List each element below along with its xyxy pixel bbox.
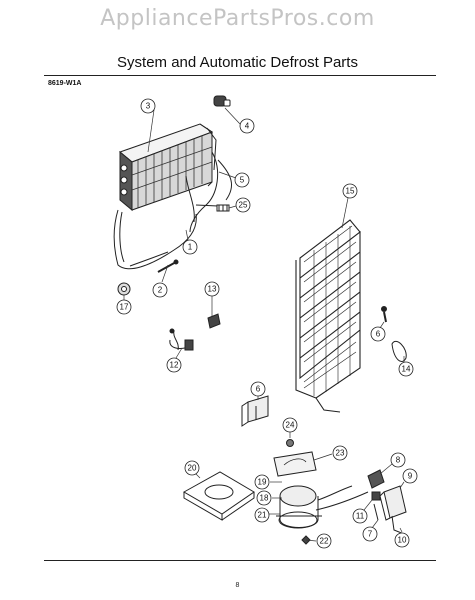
callout-10: 10 xyxy=(394,532,410,548)
svg-text:13: 13 xyxy=(208,285,217,294)
callout-12: 12 xyxy=(166,357,182,373)
drain-pan-part xyxy=(273,451,317,477)
svg-text:18: 18 xyxy=(260,494,269,503)
callout-2: 2 xyxy=(152,282,168,298)
svg-text:23: 23 xyxy=(336,449,345,458)
svg-text:6: 6 xyxy=(376,330,381,339)
page-title: System and Automatic Defrost Parts xyxy=(117,54,358,71)
svg-text:15: 15 xyxy=(346,187,355,196)
callout-11: 11 xyxy=(352,508,368,524)
top-rule xyxy=(44,75,436,76)
svg-text:25: 25 xyxy=(239,201,248,210)
evaporator-part xyxy=(119,123,217,212)
relay-part xyxy=(379,485,407,535)
leader-lines xyxy=(123,107,405,542)
clip-part xyxy=(216,204,230,212)
grommet-part xyxy=(117,282,131,296)
callout-9: 9 xyxy=(402,468,418,484)
callout-19: 19 xyxy=(254,474,270,490)
svg-text:20: 20 xyxy=(188,464,197,473)
svg-text:21: 21 xyxy=(258,511,267,520)
svg-text:3: 3 xyxy=(146,102,151,111)
harness-plug-part xyxy=(169,328,194,351)
defrost-bimetal-part xyxy=(213,95,231,107)
callout-24: 24 xyxy=(282,417,298,433)
callout-14: 14 xyxy=(398,361,414,377)
callout-23: 23 xyxy=(332,445,348,461)
callout-18: 18 xyxy=(256,490,272,506)
svg-text:12: 12 xyxy=(170,361,179,370)
svg-text:2: 2 xyxy=(158,286,163,295)
callout-5: 5 xyxy=(234,172,250,188)
callout-22: 22 xyxy=(316,533,332,549)
bottom-rule xyxy=(44,560,436,561)
callout-8: 8 xyxy=(390,452,406,468)
bracket-part xyxy=(241,395,269,427)
svg-text:14: 14 xyxy=(402,365,411,374)
callout-25: 25 xyxy=(235,197,251,213)
page-number: 8 xyxy=(235,582,240,589)
svg-text:22: 22 xyxy=(320,537,329,546)
svg-text:11: 11 xyxy=(356,512,365,521)
svg-text:10: 10 xyxy=(398,536,407,545)
svg-text:24: 24 xyxy=(286,421,295,430)
compressor-part xyxy=(276,485,369,529)
svg-text:17: 17 xyxy=(120,303,129,312)
callout-6-right: 6 xyxy=(370,326,386,342)
callout-3: 3 xyxy=(140,98,156,114)
callout-1: 1 xyxy=(182,239,198,255)
base-plate-part xyxy=(182,471,255,521)
svg-text:8: 8 xyxy=(396,456,401,465)
svg-text:4: 4 xyxy=(245,122,250,131)
svg-text:5: 5 xyxy=(240,176,245,185)
svg-text:9: 9 xyxy=(408,472,413,481)
diagram-code: 8619-W1A xyxy=(48,80,82,87)
callout-6-left: 6 xyxy=(250,381,266,397)
watermark: AppliancePartsPros.com xyxy=(100,6,375,31)
callout-20: 20 xyxy=(184,460,200,476)
callout-7: 7 xyxy=(362,526,378,542)
svg-text:7: 7 xyxy=(368,530,373,539)
svg-text:19: 19 xyxy=(258,478,267,487)
condenser-part xyxy=(295,219,361,413)
callout-15: 15 xyxy=(342,183,358,199)
svg-text:1: 1 xyxy=(188,243,193,252)
callout-13: 13 xyxy=(204,281,220,297)
svg-text:6: 6 xyxy=(256,385,261,394)
callout-4: 4 xyxy=(239,118,255,134)
callout-21: 21 xyxy=(254,507,270,523)
callout-17: 17 xyxy=(116,299,132,315)
